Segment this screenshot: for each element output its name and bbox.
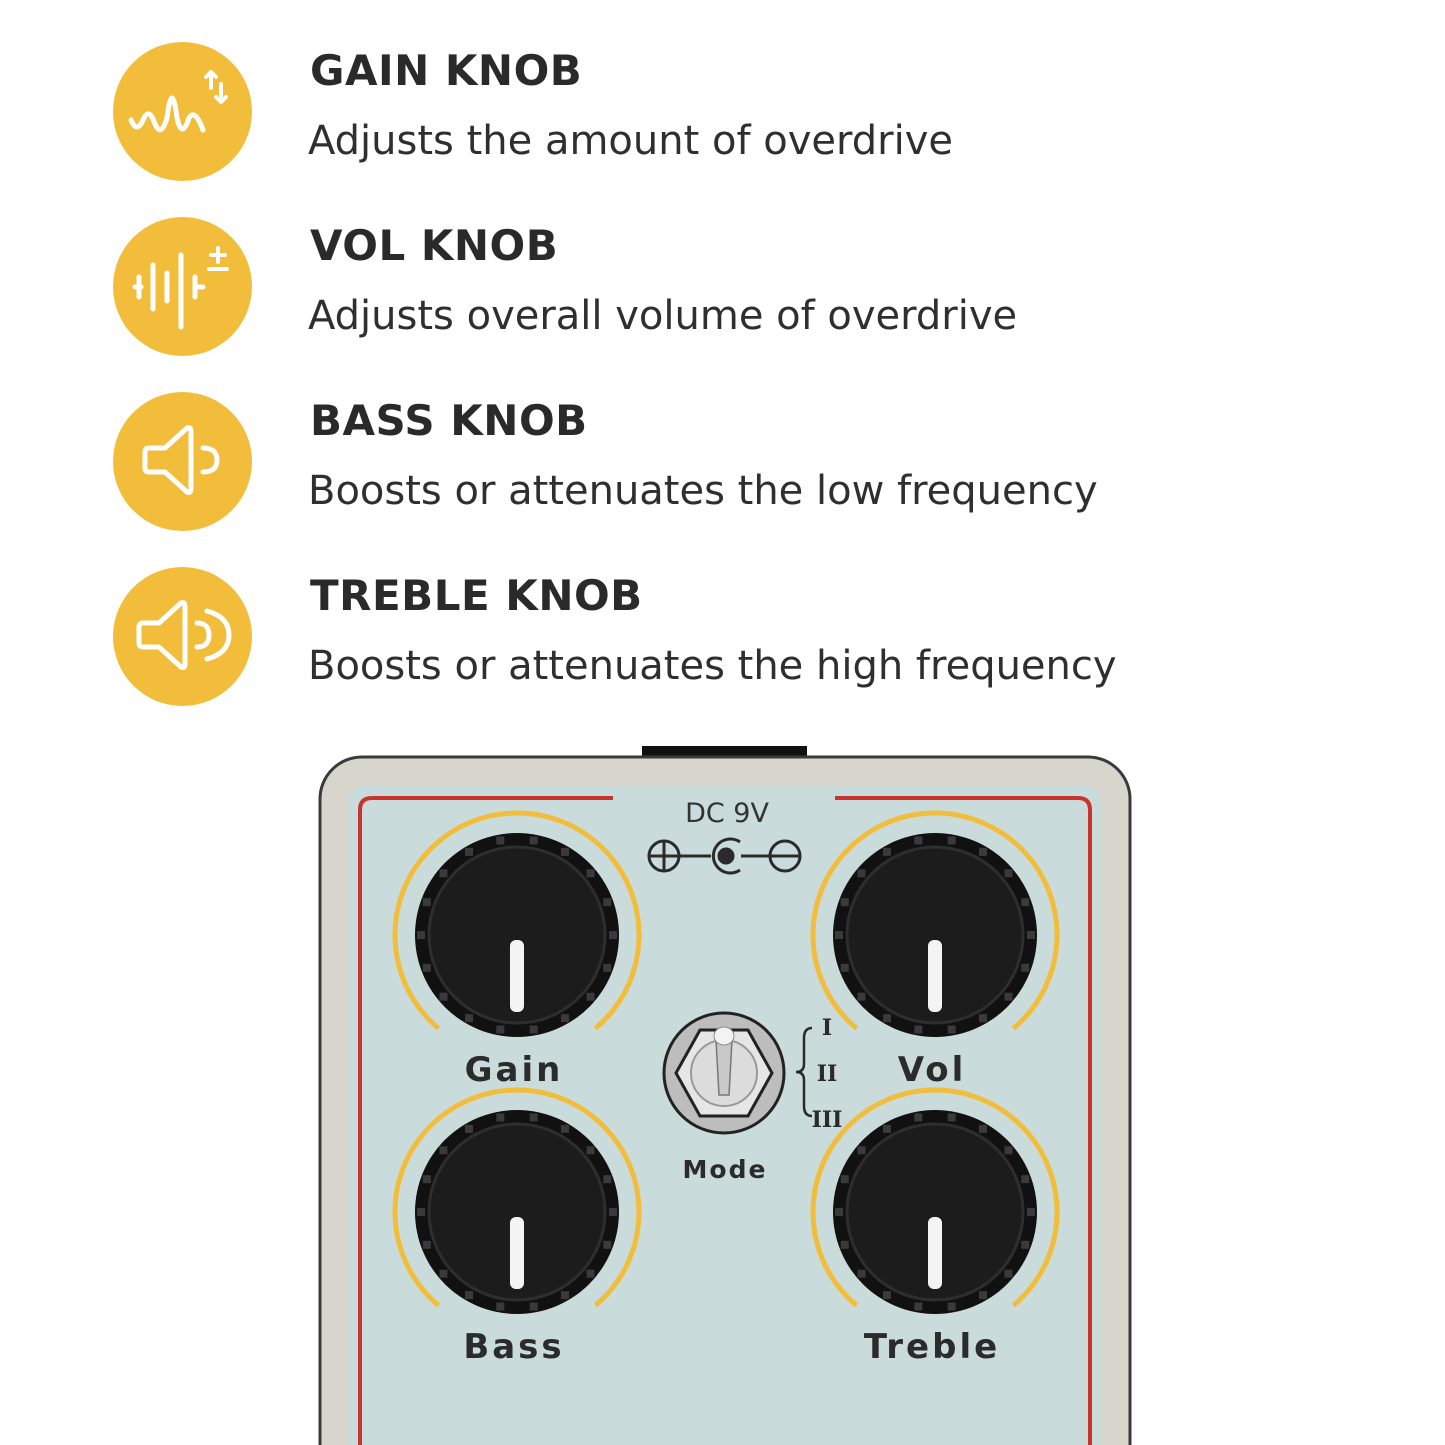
feature-vol: VOL KNOB Adjusts overall volume of overd… xyxy=(0,175,1445,356)
waveform-gain-icon xyxy=(113,42,252,181)
feature-title: BASS KNOB xyxy=(310,396,588,445)
vol-label: Vol xyxy=(898,1050,966,1090)
red-stripe-left xyxy=(358,796,613,1445)
gain-range-arc xyxy=(392,810,642,1031)
feature-title: TREBLE KNOB xyxy=(310,571,643,620)
gain-knob-indicator xyxy=(510,940,524,1012)
mode-label: Mode xyxy=(683,1155,768,1184)
mode-position-1: I xyxy=(822,1015,832,1041)
feature-bass: BASS KNOB Boosts or attenuates the low f… xyxy=(0,350,1445,531)
speaker-low-icon xyxy=(113,392,252,531)
mode-toggle-switch[interactable] xyxy=(662,1011,786,1135)
gain-knob[interactable] xyxy=(392,810,642,1037)
mode-position-2: II xyxy=(817,1061,838,1087)
treble-knob[interactable] xyxy=(810,1087,1060,1314)
power-label: DC 9V xyxy=(685,798,769,829)
bass-knob-indicator xyxy=(510,1217,524,1289)
feature-description: Adjusts the amount of overdrive xyxy=(308,118,953,164)
treble-knob-indicator xyxy=(928,1217,942,1289)
gain-label: Gain xyxy=(465,1050,564,1090)
mode-brace xyxy=(795,1026,813,1118)
feature-description: Boosts or attenuates the high frequency xyxy=(308,643,1117,689)
dc-polarity-icon xyxy=(647,837,802,875)
volume-bars-plus-minus-icon xyxy=(113,217,252,356)
vol-knob-indicator xyxy=(928,940,942,1012)
red-stripe-right xyxy=(835,796,1092,1445)
feature-description: Adjusts overall volume of overdrive xyxy=(308,293,1018,339)
bass-range-arc xyxy=(392,1087,642,1308)
treble-range-arc xyxy=(810,1087,1060,1308)
feature-treble: TREBLE KNOB Boosts or attenuates the hig… xyxy=(0,525,1445,706)
feature-title: VOL KNOB xyxy=(310,221,559,270)
speaker-high-icon xyxy=(113,567,252,706)
treble-label: Treble xyxy=(864,1327,1000,1367)
bass-label: Bass xyxy=(463,1327,564,1367)
feature-title: GAIN KNOB xyxy=(310,46,583,95)
feature-gain: GAIN KNOB Adjusts the amount of overdriv… xyxy=(0,0,1445,181)
bass-knob[interactable] xyxy=(392,1087,642,1314)
mode-position-3: III xyxy=(812,1107,843,1133)
vol-knob[interactable] xyxy=(810,810,1060,1037)
feature-description: Boosts or attenuates the low frequency xyxy=(308,468,1098,514)
vol-range-arc xyxy=(810,810,1060,1031)
